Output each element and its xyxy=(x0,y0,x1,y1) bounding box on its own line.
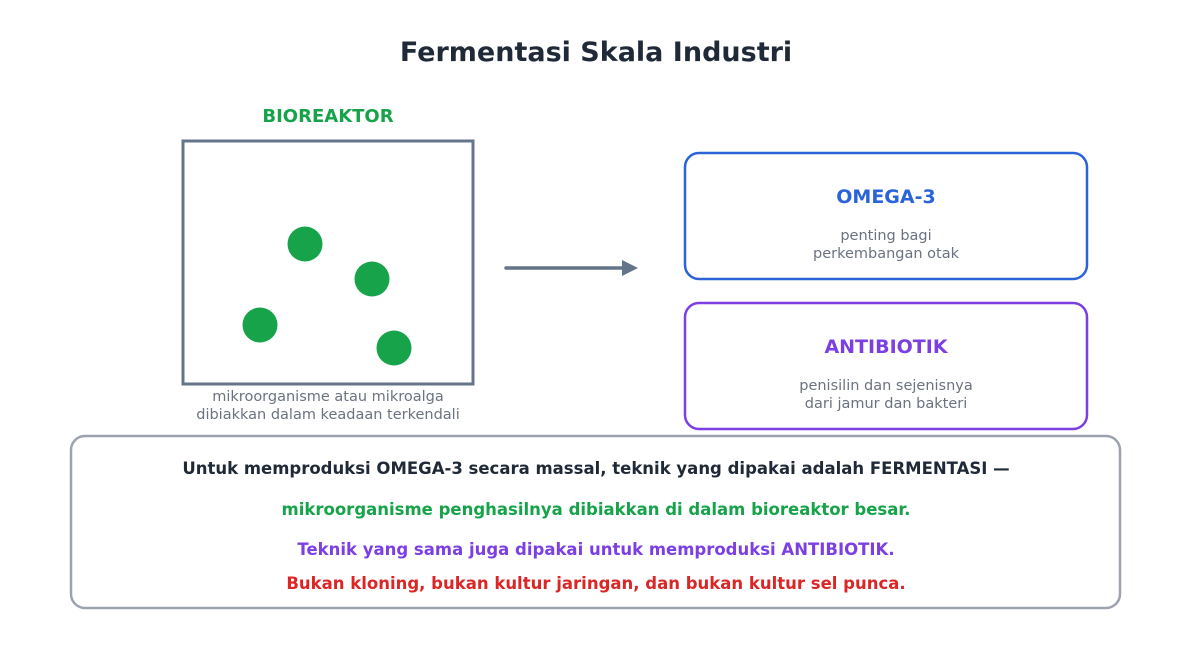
process-arrow xyxy=(504,260,638,276)
bioreactor-caption-line1: mikroorganisme atau mikroalga xyxy=(212,389,443,405)
summary-line3: Teknik yang sama juga dipakai untuk memp… xyxy=(297,540,894,559)
microorganism-cell xyxy=(242,307,278,343)
summary-box: Untuk memproduksi OMEGA-3 secara massal,… xyxy=(69,434,1122,610)
product-card-omega3: OMEGA-3 penting bagi perkembangan otak xyxy=(683,151,1089,281)
summary-line2: mikroorganisme penghasilnya dibiakkan di… xyxy=(282,500,911,519)
microorganism-cell xyxy=(376,330,412,366)
summary-line4: Bukan kloning, bukan kultur jaringan, da… xyxy=(286,574,905,593)
summary-line1: Untuk memproduksi OMEGA-3 secara massal,… xyxy=(182,459,1009,478)
microorganism-cell xyxy=(354,261,390,297)
product-desc-omega3-line2: perkembangan otak xyxy=(813,246,960,262)
product-title-omega3: OMEGA-3 xyxy=(836,186,935,208)
product-title-antibiotik: ANTIBIOTIK xyxy=(824,336,948,358)
bioreactor-vessel xyxy=(181,139,475,386)
bioreactor-caption-line2: dibiakkan dalam keadaan terkendali xyxy=(196,407,459,423)
product-desc-omega3-line1: penting bagi xyxy=(840,228,931,244)
product-desc-antibiotik-line1: penisilin dan sejenisnya xyxy=(799,378,973,394)
product-desc-antibiotik-line2: dari jamur dan bakteri xyxy=(805,396,967,412)
bioreactor-label: BIOREAKTOR xyxy=(262,106,393,127)
product-card-antibiotik: ANTIBIOTIK penisilin dan sejenisnya dari… xyxy=(683,301,1089,431)
microorganism-cell xyxy=(287,226,323,262)
page-title: Fermentasi Skala Industri xyxy=(400,37,792,68)
